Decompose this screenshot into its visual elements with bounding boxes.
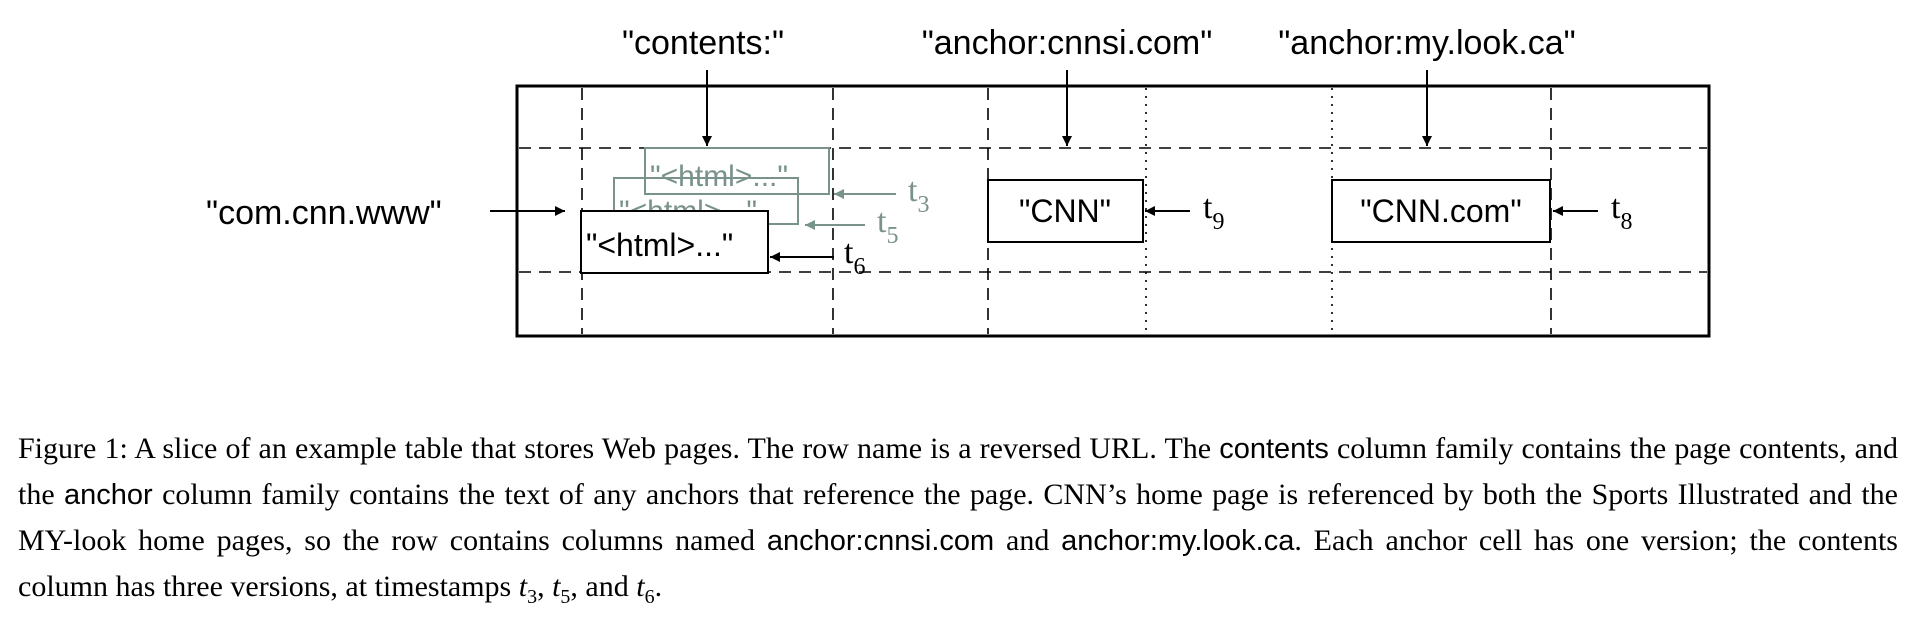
svg-text:"<html>...": "<html>..." (650, 160, 788, 193)
row-key-label: "com.cnn.www" (206, 194, 442, 232)
svg-text:"CNN": "CNN" (1019, 193, 1111, 229)
column-label-contents: "contents:" (622, 24, 784, 62)
timestamp-t6: t6 (844, 234, 865, 280)
cell-version-t3: "<html>..." (644, 147, 830, 195)
svg-text:"CNN.com": "CNN.com" (1360, 193, 1521, 229)
cell-version-t6: "<html>..." (580, 210, 769, 274)
figure-caption: Figure 1: A slice of an example table th… (18, 432, 1899, 608)
bigtable-slice-diagram: "contents:" "anchor:cnnsi.com" "anchor:m… (206, 24, 1711, 338)
figure-label: Figure 1: (18, 432, 128, 465)
timestamp-t9: t9 (1203, 189, 1224, 235)
column-label-anchor-cnnsi: "anchor:cnnsi.com" (922, 24, 1213, 62)
svg-text:"<html>...": "<html>..." (586, 227, 733, 263)
row-boundaries (519, 147, 1707, 273)
cell-anchor-cnnsi: "CNN" (987, 179, 1144, 243)
timestamp-t8: t8 (1611, 189, 1632, 235)
cell-anchor-mylook: "CNN.com" (1331, 179, 1551, 243)
timestamp-t3: t3 (908, 172, 929, 218)
column-label-anchor-mylook: "anchor:my.look.ca" (1278, 24, 1576, 62)
timestamp-t5: t5 (877, 203, 898, 249)
